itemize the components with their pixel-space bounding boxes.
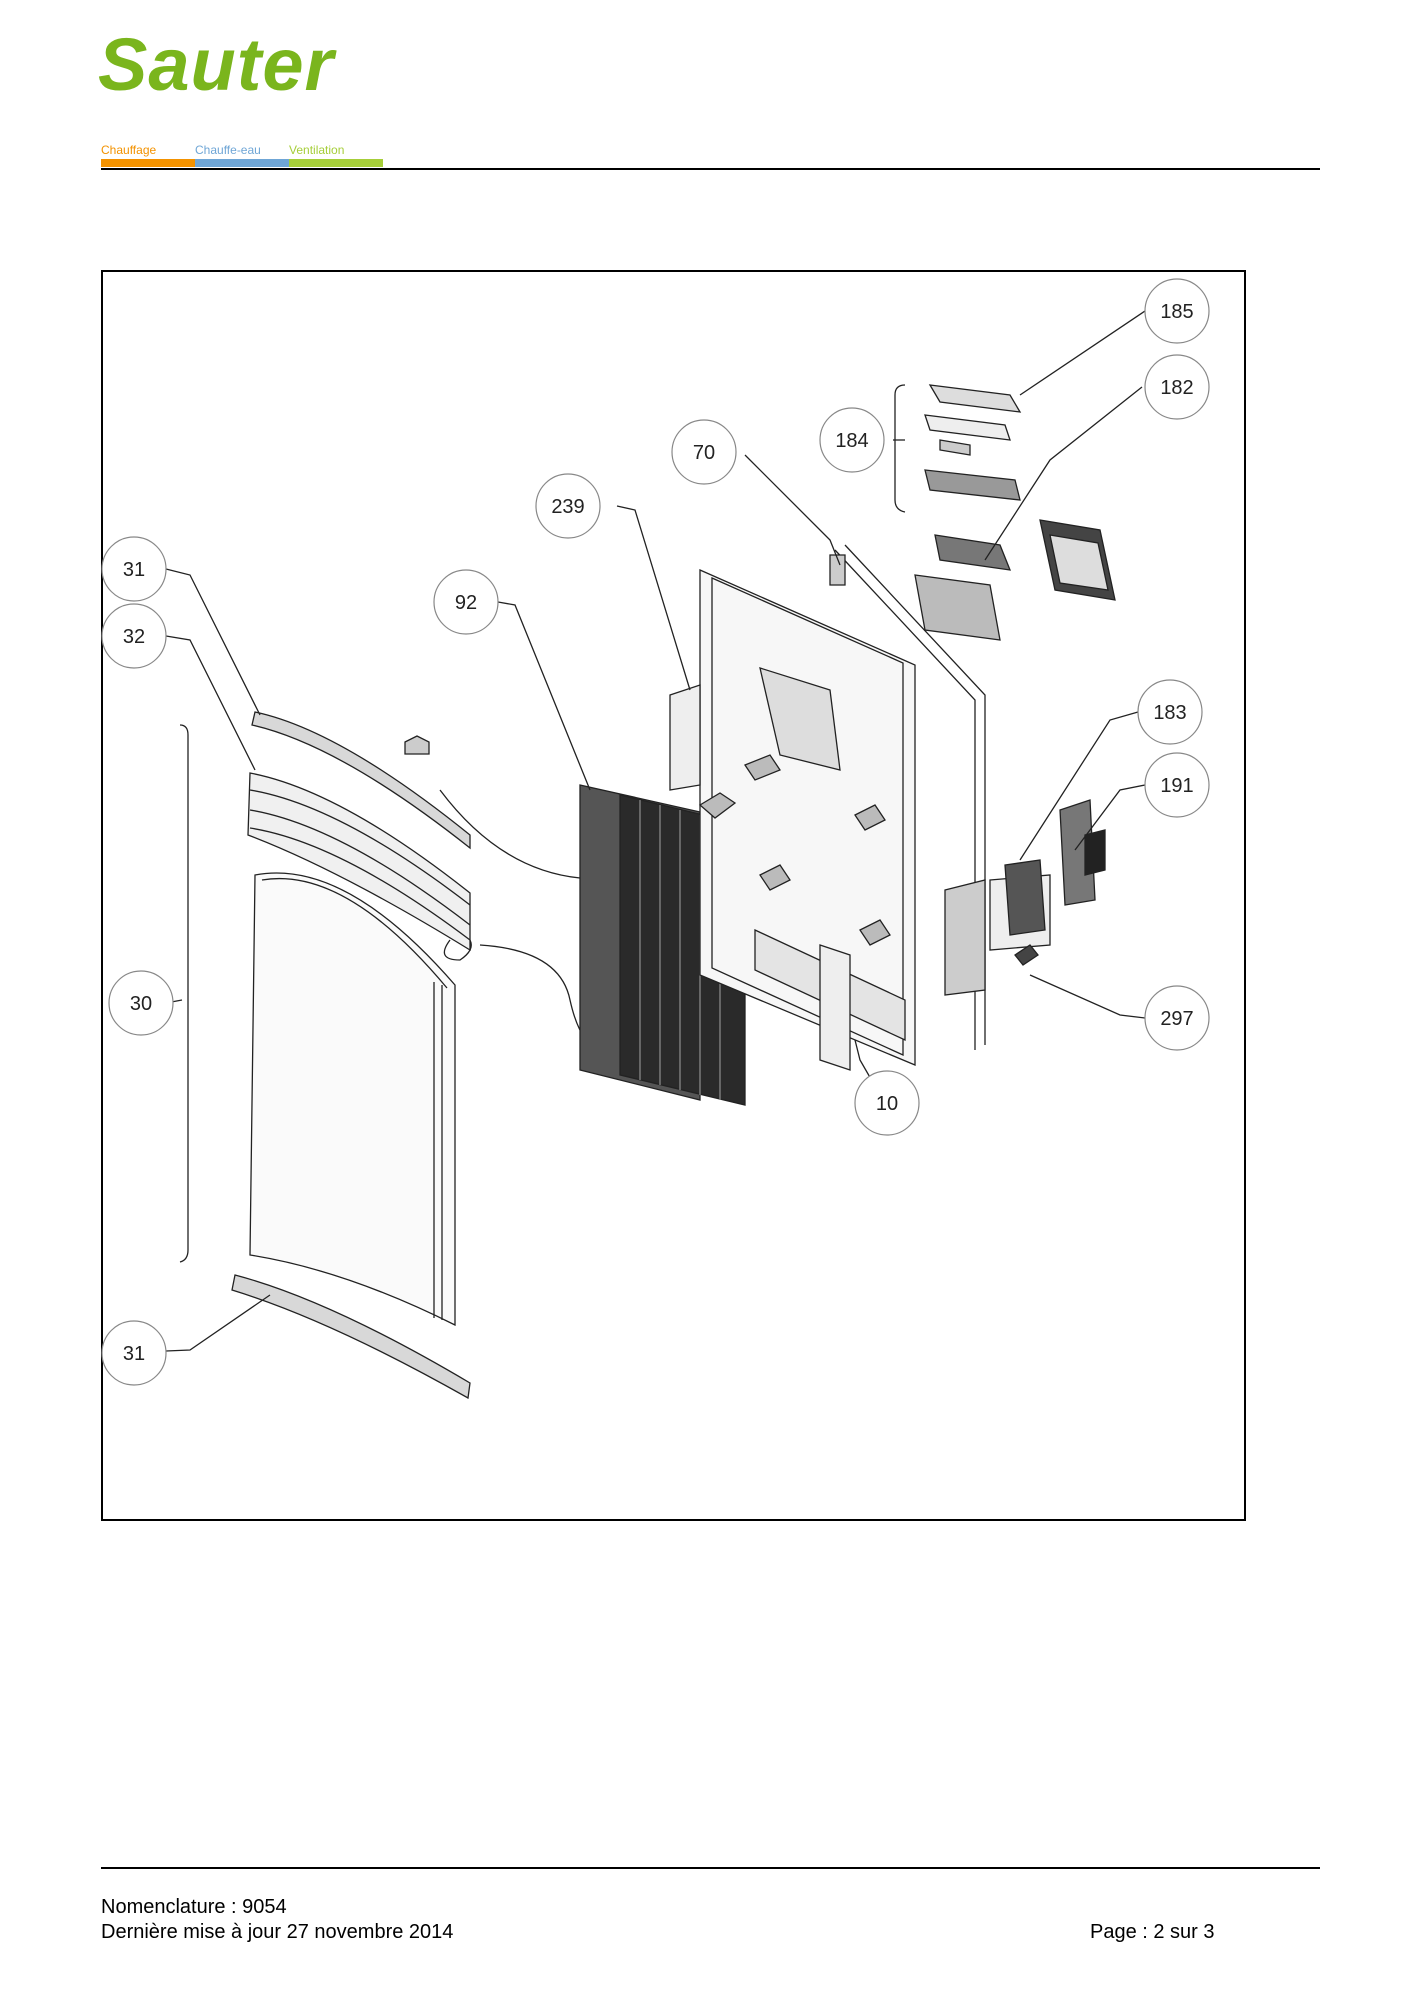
callout-label-70: 70 [693,442,715,464]
callout-label-239: 239 [551,496,584,518]
callout-label-184: 184 [835,430,868,452]
callout-70 [671,419,737,485]
callout-label-297: 297 [1160,1008,1193,1030]
callout-label-32: 32 [123,626,145,648]
callout-label-30: 30 [130,993,152,1015]
front-panel-drawing [249,872,456,1327]
callout-185 [1144,278,1210,344]
category-chauffage: Chauffage [101,143,157,157]
callout-191 [1144,752,1210,818]
category-bar-chauffe-eau [195,159,289,167]
category-ventilation: Ventilation [289,143,345,157]
callout-184 [819,407,885,473]
callout-31-bottom [101,1320,167,1386]
exploded-view-frame [101,270,1246,1521]
terminal-blocks-drawing [944,799,1106,996]
nomenclature-text: Nomenclature : 9054 [101,1896,287,1918]
footer-rule [101,1867,1320,1869]
callout-182 [1144,354,1210,420]
callout-92 [433,569,499,635]
callout-297 [1144,985,1210,1051]
top-trim-drawing [251,711,471,850]
header-rule [101,168,1320,170]
callout-label-185: 185 [1160,301,1193,323]
callout-label-183: 183 [1153,702,1186,724]
callout-30 [108,970,174,1036]
callout-label-10: 10 [876,1093,898,1115]
callout-183 [1137,679,1203,745]
callout-label-182: 182 [1160,377,1193,399]
callout-31-top [101,536,167,602]
top-grille-drawing [247,772,472,961]
sauter-logo: Sauter [98,23,335,106]
last-updated-text: Dernière mise à jour 27 novembre 2014 [101,1921,454,1943]
bracket-30 [179,724,189,1263]
callout-32 [101,603,167,669]
callout-label-31-bottom: 31 [123,1343,145,1365]
page-number: Page : 2 sur 3 [1090,1921,1215,1943]
callout-label-92: 92 [455,592,477,614]
category-bar-chauffage [101,159,195,167]
bottom-trim-drawing [231,1274,471,1400]
callout-label-31-top: 31 [123,559,145,581]
category-chauffe-eau: Chauffe-eau [195,143,261,157]
control-unit-drawing [894,384,1116,641]
back-frame-drawing [698,544,986,1071]
callout-label-191: 191 [1160,775,1193,797]
callout-239 [535,473,601,539]
category-bar-ventilation [289,159,383,167]
callout-10 [854,1070,920,1136]
plate-239-drawing [669,684,701,791]
